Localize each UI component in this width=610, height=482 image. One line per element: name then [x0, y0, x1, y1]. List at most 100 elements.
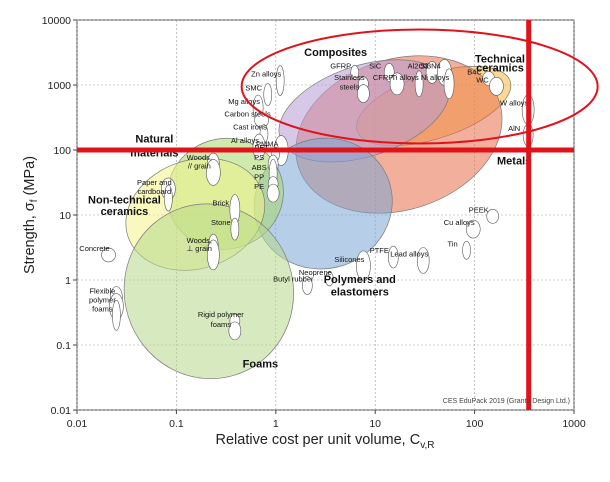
x-tick-label: 10	[369, 418, 381, 430]
family-label: elastomers	[331, 286, 389, 298]
y-tick-label: 0.01	[51, 405, 72, 417]
material-label: Ni alloys	[421, 73, 450, 82]
x-tick-label: 0.1	[169, 418, 184, 430]
family-label: Non-technical	[88, 195, 161, 207]
material-label: Carbon steels	[224, 109, 271, 118]
material-bubble	[465, 219, 481, 239]
material-bubble	[252, 133, 266, 161]
material-label: Stone	[211, 218, 231, 227]
material-bubble	[350, 65, 360, 80]
material-label: Concrete	[79, 244, 109, 253]
material-label: SMC	[245, 84, 262, 93]
y-axis-label-units: (MPa)	[22, 156, 38, 200]
material-label: PTFE	[370, 246, 389, 255]
y-axis-label: Strength, σf (MPa)	[22, 156, 40, 274]
material-bubble	[325, 271, 334, 287]
material-bubble	[443, 68, 455, 100]
material-label: AlN	[508, 124, 520, 133]
material-bubble	[263, 83, 273, 106]
material-bubble	[230, 217, 240, 241]
material-bubble	[389, 72, 405, 96]
family-label: Foams	[243, 359, 278, 371]
material-label: GFRP	[330, 61, 351, 70]
y-tick-label: 0.1	[56, 340, 71, 352]
material-bubble	[275, 65, 285, 96]
y-tick-label: 1000	[48, 80, 72, 92]
material-label: PEEK	[469, 205, 489, 214]
material-label: Zn alloys	[251, 70, 281, 79]
material-label: Al alloys	[231, 136, 259, 145]
annotations	[77, 20, 599, 410]
material-bubble	[356, 250, 371, 282]
material-label: PP	[254, 173, 264, 182]
material-bubble	[416, 247, 430, 274]
y-tick-label: 100	[53, 145, 71, 157]
material-label: steels	[340, 83, 360, 92]
material-bubble	[207, 239, 220, 271]
material-label: foams	[92, 304, 113, 313]
material-bubble	[206, 159, 221, 186]
material-label: Cast irons	[233, 123, 267, 132]
x-tick-label: 1000	[562, 418, 586, 430]
material-bubble	[489, 77, 504, 96]
axes: 0.01 0.1 1 10 100 1000 0.01 0.1 1 10 100 1000 10000	[42, 15, 586, 430]
material-label: W alloys	[500, 99, 529, 108]
material-label: Mg alloys	[228, 97, 260, 106]
material-bubble	[101, 247, 116, 263]
family-envelope-foams	[123, 203, 294, 380]
material-label: ABS	[252, 163, 267, 172]
material-bubble	[462, 240, 471, 260]
material-bubble	[414, 70, 424, 98]
family-label: Polymers and	[324, 274, 396, 286]
x-tick-label: 0.01	[67, 418, 88, 430]
material-label: cardboard	[137, 187, 171, 196]
y-tick-label: 10	[59, 210, 71, 222]
material-label: CFRP	[373, 73, 393, 82]
material-label: Paper and	[137, 178, 172, 187]
material-label: polymer	[89, 296, 116, 305]
material-label: B4C	[467, 68, 482, 77]
x-axis-label-main: Relative cost per unit volume, C	[216, 432, 421, 448]
x-axis-label-sub: v,R	[420, 440, 434, 451]
material-label: Woods,	[187, 236, 212, 245]
x-tick-label: 100	[466, 418, 484, 430]
material-label: Rigid polymer	[198, 310, 244, 319]
material-label: PMMA	[256, 140, 279, 149]
material-label: Woods,	[187, 153, 212, 162]
material-label: Brick	[213, 199, 230, 208]
material-label: Ti alloys	[392, 73, 419, 82]
material-label: WC	[476, 75, 489, 84]
material-label: Cu alloys	[444, 218, 475, 227]
y-axis-label-sigma: σ	[22, 202, 38, 211]
y-tick-label: 1	[65, 275, 71, 287]
material-bubble	[164, 184, 173, 212]
material-label: Flexible	[89, 286, 115, 295]
material-label: foams	[211, 320, 232, 329]
material-label: ⊥ grain	[187, 244, 212, 253]
material-bubble	[357, 84, 370, 103]
material-label: Tin	[447, 239, 457, 248]
material-label: Stainless	[334, 73, 365, 82]
x-axis-label: Relative cost per unit volume, Cv,R	[216, 432, 435, 451]
highlight-ellipse	[240, 28, 599, 145]
material-label: // grain	[188, 161, 211, 170]
material-bubble	[112, 299, 121, 331]
material-bubble	[486, 209, 500, 224]
material-label: Lead alloys	[390, 249, 428, 258]
source-credit: CES EduPack 2019 (Granta Design Ltd.)	[443, 398, 570, 405]
material-bubble	[388, 245, 399, 269]
labels: CompositesTechnicalceramicsNaturalmateri…	[79, 47, 531, 371]
y-axis-label-sub: f	[29, 199, 40, 202]
material-label: SiC	[369, 61, 382, 70]
material-label: PS	[254, 153, 264, 162]
family-label: Metals	[497, 155, 531, 167]
family-label: Composites	[304, 47, 367, 59]
material-label: Neoprene	[299, 268, 332, 277]
material-label: Butyl rubber	[273, 274, 314, 283]
x-tick-label: 1	[273, 418, 279, 430]
family-label: ceramics	[476, 63, 524, 75]
material-label: Al2O3	[408, 61, 429, 70]
y-tick-label: 10000	[42, 15, 71, 27]
material-label: Si3N4	[420, 61, 440, 70]
